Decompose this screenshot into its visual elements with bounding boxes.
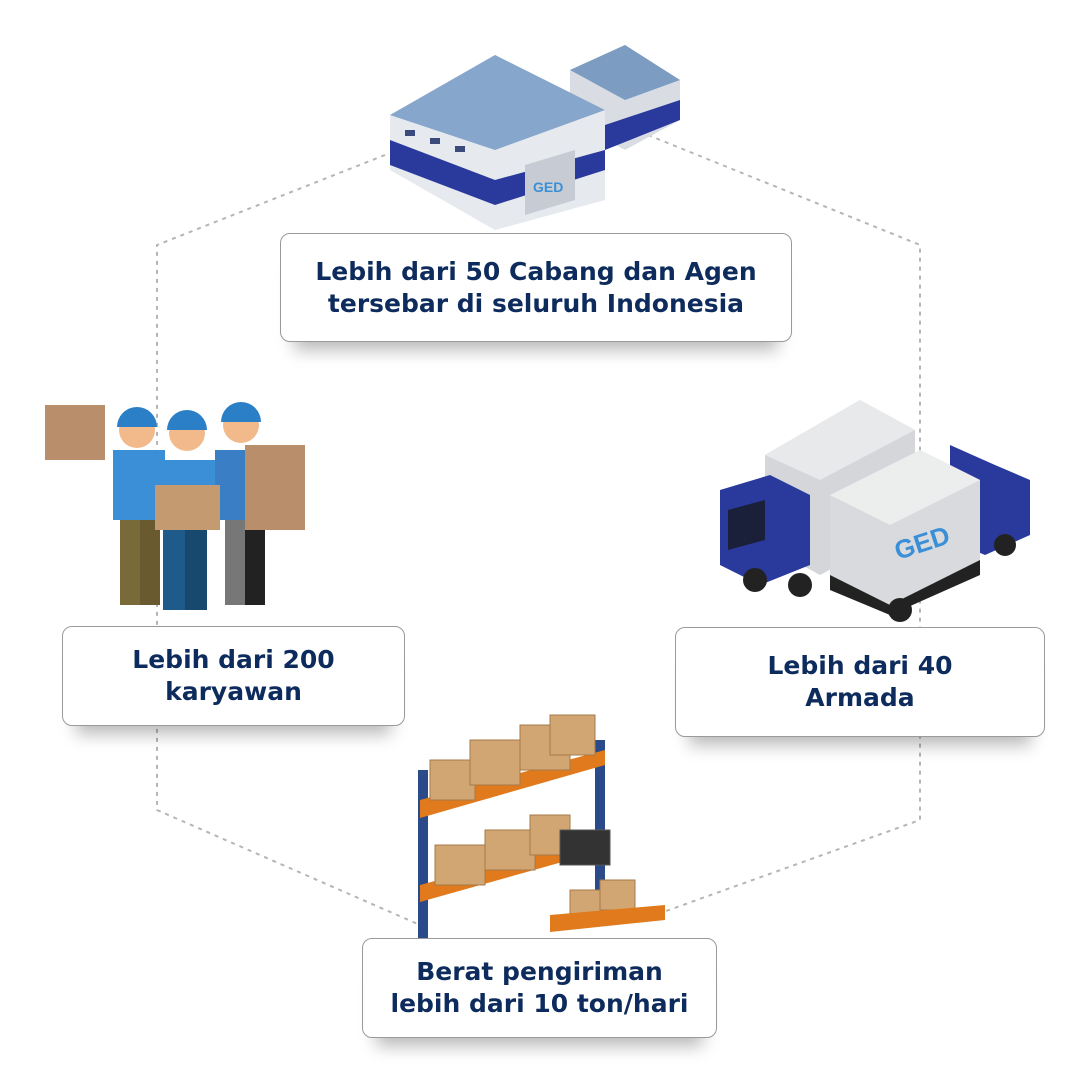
- warehouse-icon: GED: [390, 45, 680, 230]
- stat-line2: Armada: [805, 683, 915, 712]
- stat-line1: Lebih dari 50 Cabang dan Agen: [315, 256, 757, 286]
- workers-icon: [45, 402, 305, 610]
- stat-card-employees: Lebih dari 200 karyawan: [62, 626, 405, 726]
- stat-card-shipping-weight: Berat pengiriman lebih dari 10 ton/hari: [362, 938, 717, 1038]
- stat-line1: Berat pengiriman: [416, 957, 663, 986]
- stat-line2: tersebar di seluruh Indonesia: [327, 288, 745, 318]
- stat-line1: Lebih dari 40: [767, 651, 953, 680]
- stat-line2: lebih dari 10 ton/hari: [390, 989, 689, 1018]
- warehouse-shelf-icon: [418, 714, 665, 940]
- trucks-icon: GED: [720, 400, 1030, 622]
- ged-logo-text: GED: [533, 179, 563, 195]
- stat-line1: Lebih dari 200: [132, 645, 335, 674]
- stat-line2: karyawan: [165, 677, 302, 706]
- stat-card-fleet: Lebih dari 40 Armada: [675, 627, 1045, 737]
